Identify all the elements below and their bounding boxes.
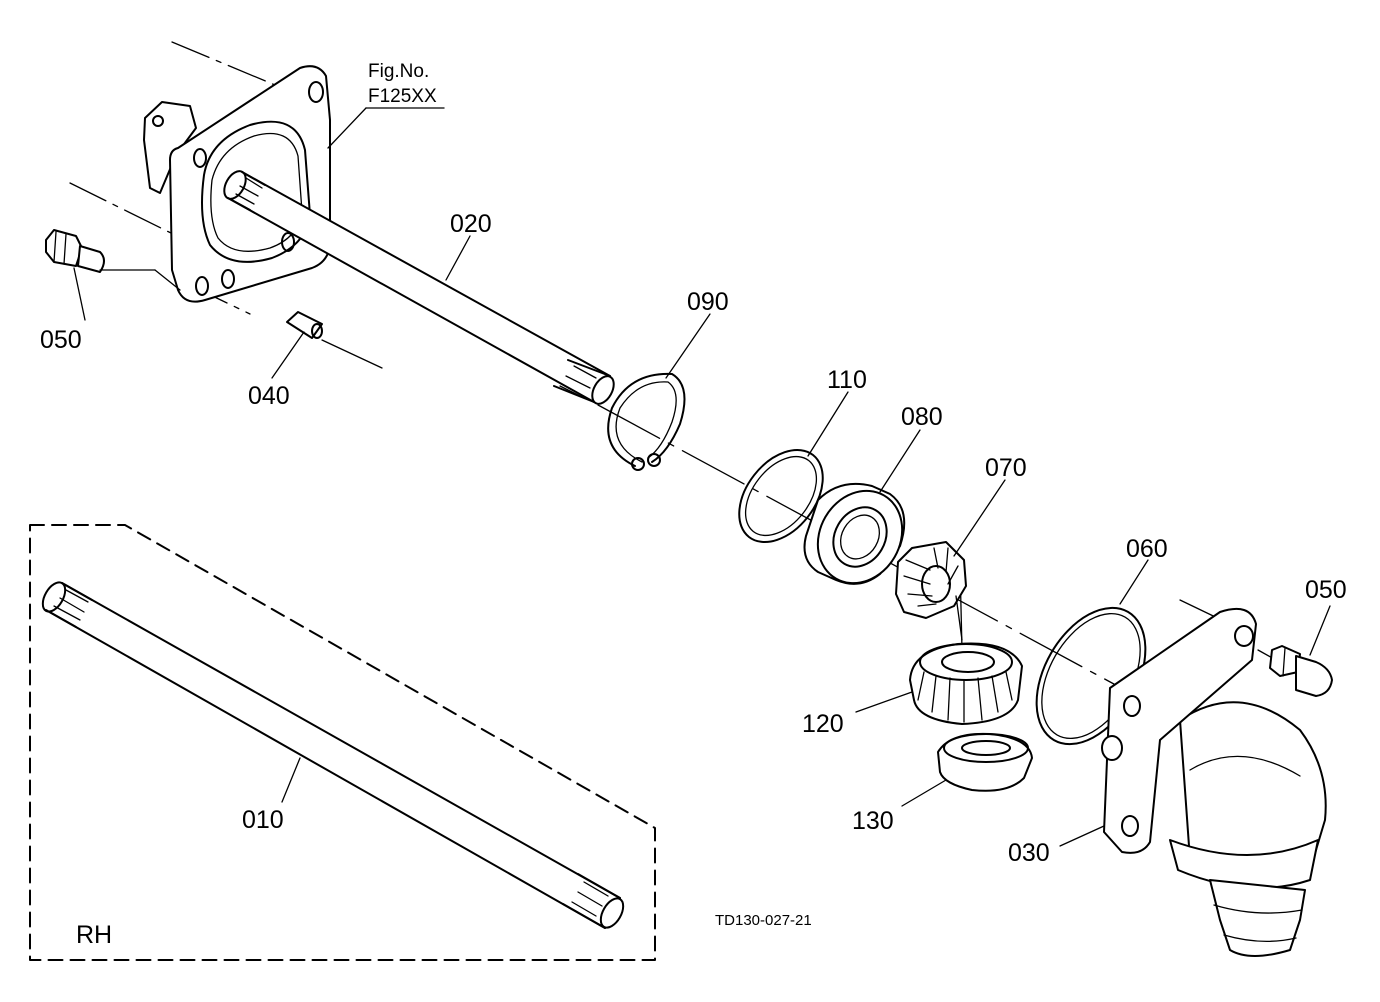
callout-120: 120 [802,710,844,738]
shaft-020 [223,170,615,405]
callout-080: 080 [901,403,943,431]
callout-010: 010 [242,806,284,834]
figure-reference: Fig.No. F125XX [327,61,445,149]
callout-110: 110 [827,366,867,394]
callout-070: 070 [985,454,1027,482]
callouts: 020 090 110 080 070 060 050 050 040 120 … [40,210,1347,867]
figure-reference-line2: F125XX [368,86,437,107]
figure-reference-line1: Fig.No. [368,61,429,82]
callout-130: 130 [852,807,894,835]
bearing-080 [803,482,906,585]
plug-050-right [1269,645,1333,697]
pin-040 [286,311,323,339]
shaft-010 [41,581,625,929]
callout-050-right: 050 [1305,576,1347,604]
pinion-gear-070 [895,541,967,641]
leader-lines [73,235,1331,847]
plug-050-left [45,229,181,291]
snap-ring-090 [607,372,686,471]
callout-090: 090 [687,288,729,316]
callout-020: 020 [450,210,492,238]
housing-030 [1101,608,1327,957]
drawing-code: TD130-027-21 [715,912,812,929]
callout-060: 060 [1126,535,1168,563]
bevel-gear-120 [909,642,1023,725]
rh-label: RH [76,921,112,949]
callout-050-left: 050 [40,326,82,354]
rh-inset: RH [29,524,656,961]
callout-030: 030 [1008,839,1050,867]
bearing-130 [937,732,1033,792]
callout-040: 040 [248,382,290,410]
ring-110 [738,448,824,544]
